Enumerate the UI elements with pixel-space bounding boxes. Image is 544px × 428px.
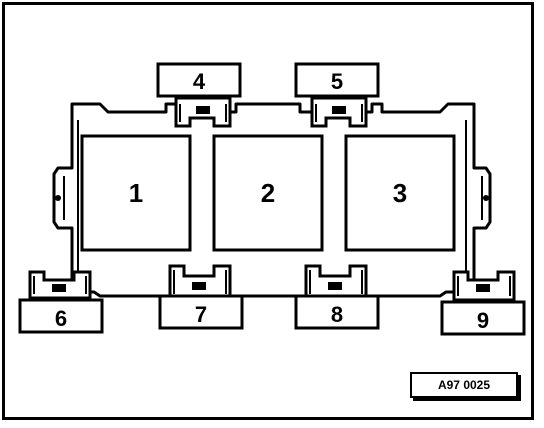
relay-3[interactable]: 3 [344,134,456,252]
socket-7[interactable]: 7 [158,264,244,330]
socket-label: 8 [331,302,343,327]
socket-label: 5 [331,69,343,94]
carrier-plate-inner-rim [63,120,483,286]
socket-5[interactable]: 5 [294,62,380,128]
socket-4[interactable]: 4 [156,62,242,128]
socket-8[interactable]: 8 [294,264,380,330]
socket-label: 4 [193,69,206,94]
socket-label: 6 [55,306,67,331]
mounting-hole [483,195,489,201]
relay-2[interactable]: 2 [212,134,324,252]
relay-label: 1 [129,178,143,208]
relay-1[interactable]: 1 [80,134,192,252]
socket-label: 9 [477,308,489,333]
figure-frame [2,2,534,420]
relay-label: 3 [393,178,407,208]
socket-9[interactable]: 9 [440,270,526,336]
socket-6[interactable]: 6 [18,270,104,334]
relay-label: 2 [261,178,275,208]
mounting-hole [55,195,61,201]
figure-code: A97 0025 [410,372,518,398]
socket-label: 7 [195,302,207,327]
